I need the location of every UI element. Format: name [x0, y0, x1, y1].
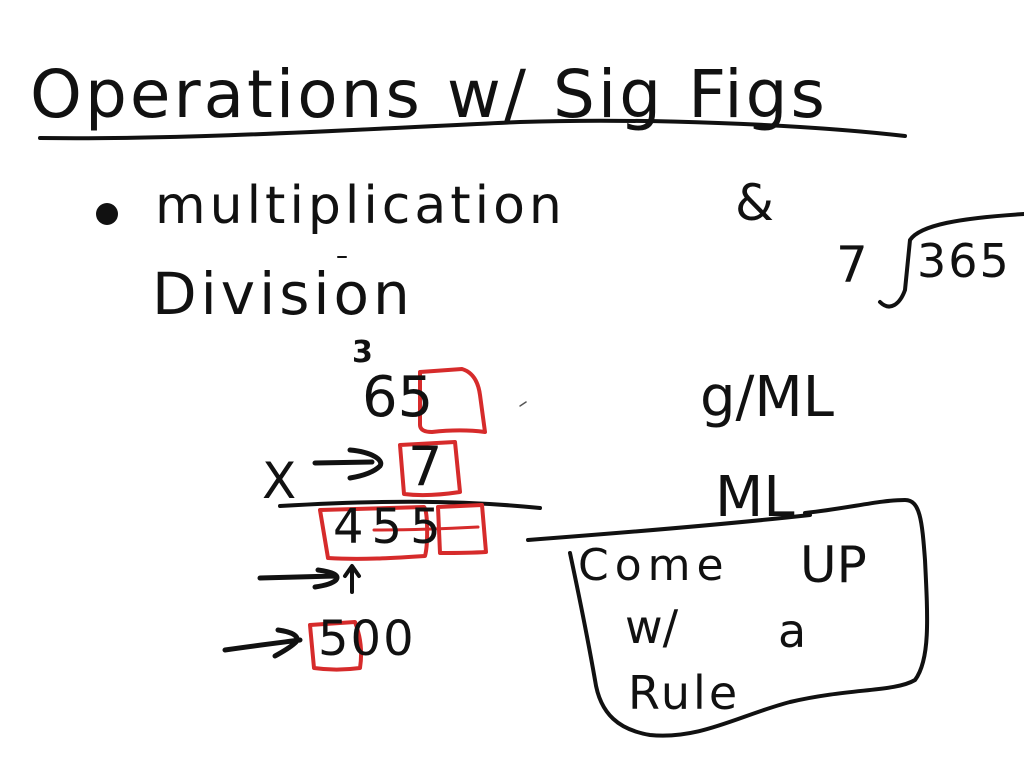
rule-text-with: w/ [625, 600, 679, 654]
rounded-result: 500 [318, 611, 416, 667]
rule-callout-box [568, 498, 930, 738]
unit-fraction-line [526, 513, 812, 542]
factor-one: 65 [362, 365, 434, 430]
sig-fig-box-65 [418, 367, 487, 434]
unit-numerator: g/ML [700, 365, 834, 430]
title-underline [38, 118, 907, 141]
stray-mark [519, 401, 527, 407]
unit-denominator: ML [715, 465, 795, 530]
bullet-icon [96, 203, 118, 225]
product-value: 455 [333, 499, 449, 555]
division-bracket [878, 212, 1024, 309]
rule-text-rule: Rule [628, 666, 741, 720]
up-arrow [343, 564, 361, 594]
page-title: Operations w/ Sig Figs [30, 56, 828, 133]
factor-two: 7 [408, 435, 443, 498]
sig-fig-box-500 [308, 620, 364, 672]
sig-fig-box-5 [436, 503, 488, 555]
topic-multiplication: multiplication [155, 176, 566, 236]
topic-division: Division [152, 260, 414, 328]
strike-through-455 [372, 525, 480, 532]
arrow-to-result [222, 627, 303, 659]
rule-text-come: Come [578, 540, 730, 591]
rule-text-a: a [778, 604, 807, 658]
sig-fig-box-45 [318, 505, 430, 561]
topic-connector: & [735, 174, 774, 232]
arrow-to-seven [312, 447, 384, 481]
product-line [278, 499, 542, 510]
multiply-operator: X [262, 452, 297, 510]
division-divisor: 7 [836, 236, 868, 294]
carry-digit: 3 [352, 335, 373, 370]
sig-fig-box-7 [398, 440, 462, 498]
rule-text-up: UP [800, 536, 867, 594]
arrow-rounding [257, 567, 340, 590]
division-dividend: 365 [917, 234, 1011, 288]
